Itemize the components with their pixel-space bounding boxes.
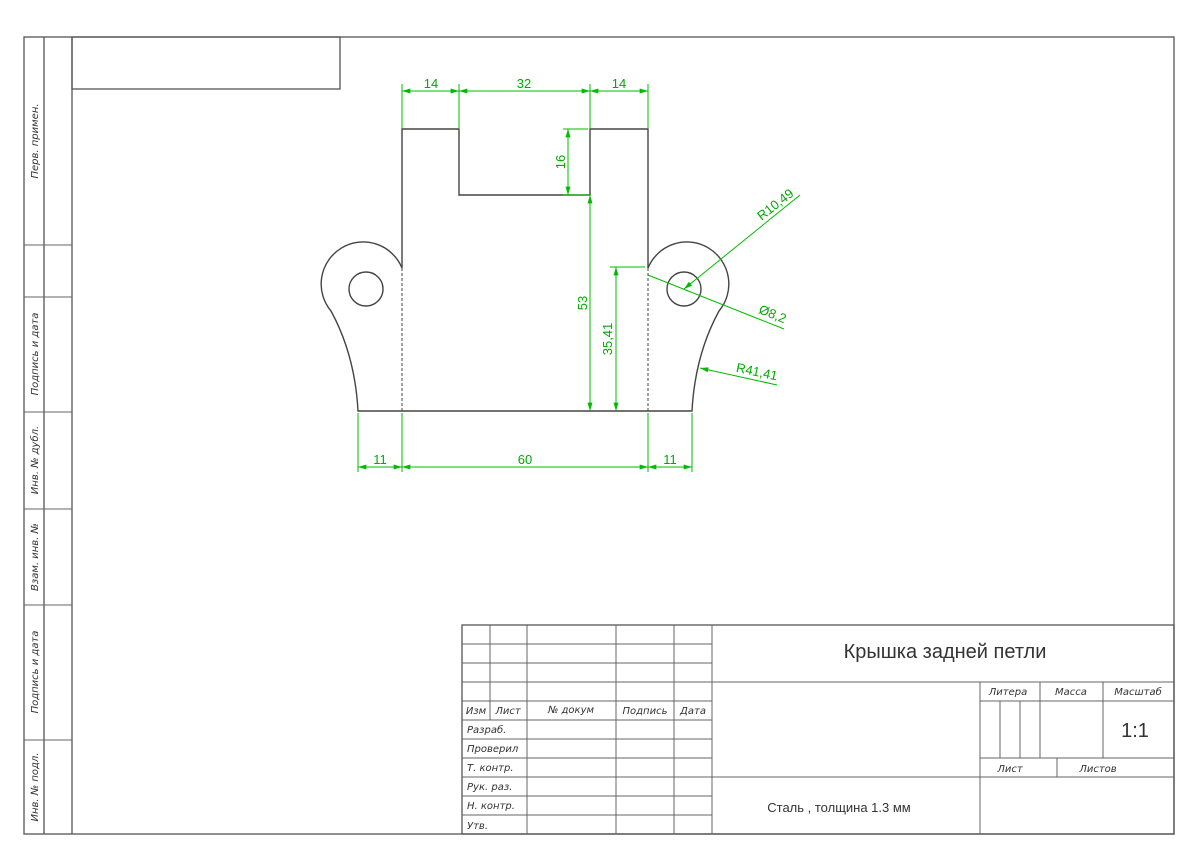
side-label: Подпись и дата [30,313,41,396]
dim-bottom-left: 11 [373,452,387,467]
scale-value: 1:1 [1121,720,1149,742]
role-label: Т. контр. [467,763,514,774]
side-label: Инв. № дубл. [29,426,41,494]
side-label: Подпись и дата [30,631,41,714]
side-label: Инв. № подл. [30,753,41,822]
dim-ear-radius: R10,49 [754,186,796,224]
dim-top-right: 14 [612,76,626,91]
dim-top-mid: 32 [517,76,531,91]
role-label: Утв. [467,821,488,832]
header-izm: Изм [466,706,487,717]
dim-hole-height: 35,41 [600,323,615,356]
left-hole [348,271,384,307]
title-block: Изм Лист № докум Подпись Дата Разраб. Пр… [461,624,1175,835]
dim-bottom-mid: 60 [518,452,532,467]
dim-top-left: 14 [424,76,438,91]
role-label: Разраб. [467,724,506,736]
side-labels: Перв. примен. Подпись и дата Инв. № дубл… [29,103,41,821]
drawing-title: Крышка задней петли [844,641,1047,663]
litera-label: Литера [988,687,1027,698]
header-date: Дата [679,706,706,717]
right-hole [666,271,702,307]
dim-flank-radius: R41,41 [735,360,779,383]
sheet-frame [23,36,1175,835]
header-list: Лист [494,706,522,717]
material-note: Сталь , толщина 1.3 мм [767,800,911,815]
sheet-label: Лист [996,764,1024,775]
side-label: Перв. примен. [30,103,41,178]
mass-label: Масса [1055,687,1087,698]
part-outline [320,128,730,412]
dim-bottom-right: 11 [663,452,677,467]
dimensions: 14 32 14 16 53 35,41 R10,49 Ø8,2 R41,41 … [357,76,801,472]
header-doc-no: № докум [547,705,595,716]
dim-height: 53 [575,296,590,310]
role-label: Н. контр. [467,801,515,812]
scale-label: Масштаб [1114,686,1162,698]
dim-hole-diameter: Ø8,2 [757,302,789,326]
header-signature: Подпись [623,706,668,717]
role-label: Проверил [467,744,519,755]
top-left-box [71,36,341,90]
side-label: Взам. инв. № [30,523,41,591]
role-label: Рук. раз. [467,782,512,793]
dim-notch-depth: 16 [553,155,568,169]
sheets-label: Листов [1078,764,1116,775]
